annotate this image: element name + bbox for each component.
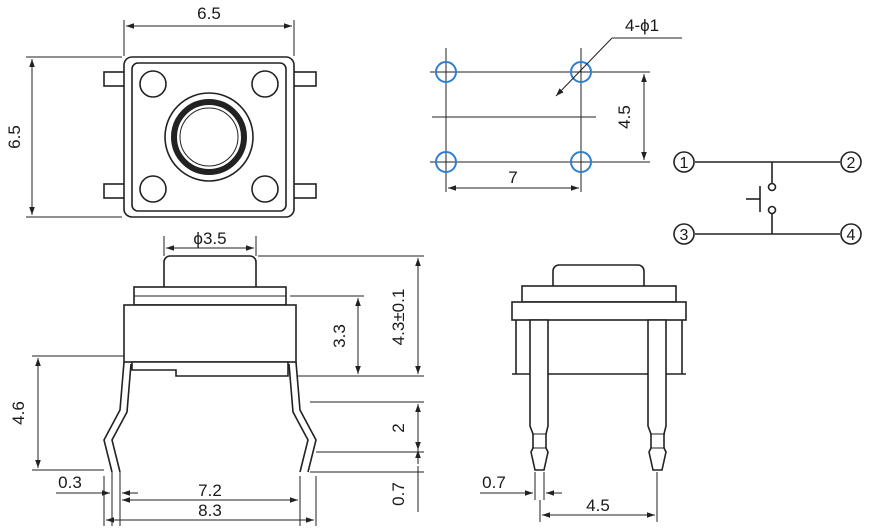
boss-tr [251,70,279,98]
lead-width-label-side: 0.7 [389,482,408,506]
boss-tl [139,70,167,98]
pitch-x-label: 7 [508,168,517,187]
side-leg-left [103,361,125,473]
outer-span-label: 8.3 [198,501,222,520]
boss-br [251,175,279,203]
total-height-label: 4.3±0.1 [389,289,408,346]
top-body-inner [131,62,287,212]
lead-thickness-label: 0.3 [58,473,82,492]
side-body [123,304,297,363]
hole-br [570,151,592,173]
top-pin-tr [291,71,317,87]
hole-leader [555,37,613,97]
hole-bl [435,151,457,173]
hole-tr [570,61,592,83]
actuator-cap [171,99,247,175]
lead-length-label: 2 [389,423,408,432]
inner-span-label: 7.2 [198,481,222,500]
pitch-label-front: 4.5 [586,496,610,515]
actuator-inner [179,107,239,167]
side-base [131,361,289,377]
pin-1-label: 1 [680,155,689,172]
top-body-outer [123,56,295,218]
front-top-plate [511,301,687,321]
top-view: 6.5 6.5 [5,4,317,218]
pin-4-circle [840,223,862,245]
pitch-y-label: 4.5 [615,105,634,129]
diameter-label: ϕ3.5 [193,229,226,248]
side-leg-right [295,361,317,473]
boss-bl [139,175,167,203]
pin-4-label: 4 [847,227,856,244]
top-pin-br [291,183,317,199]
lead-width-label-front: 0.7 [482,473,506,492]
top-width-label: 6.5 [197,4,221,23]
front-shoulder [521,285,677,303]
pin-3-label: 3 [680,227,689,244]
front-view: 0.7 4.5 [480,264,687,522]
top-height-label: 6.5 [5,125,24,149]
actuator-ring [164,92,254,182]
hole-label: 4-ϕ1 [625,16,659,35]
hole-tl [435,61,457,83]
side-view: ϕ3.5 3.3 4.3±0.1 2 0.7 4.6 0.3 [9,229,424,526]
pin-2-circle [840,151,862,173]
hole-pattern: 4-ϕ1 7 4.5 [430,16,682,192]
body-height-label: 3.3 [330,324,349,348]
pin-3-circle [673,223,695,245]
pin-2-label: 2 [847,155,856,172]
pin-1-circle [673,151,695,173]
switch-schematic: 1 2 3 4 [673,151,862,245]
leg-height-label: 4.6 [9,401,28,425]
